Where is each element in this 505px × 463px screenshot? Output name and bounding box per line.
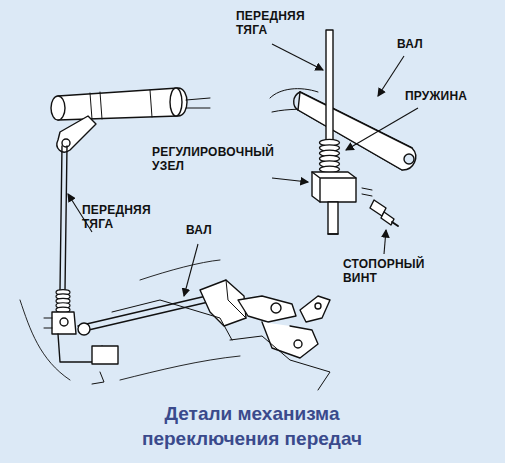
part-label: ПЕРЕДНЯЯ ТЯГА <box>236 10 305 38</box>
part-label: ВАЛ <box>397 38 423 52</box>
part-label: ВАЛ <box>186 224 212 238</box>
part-label: ПРУЖИНА <box>405 90 467 104</box>
figure-caption: Детали механизма переключения передач <box>132 402 372 451</box>
part-label: СТОПОРНЫЙ ВИНТ <box>343 258 425 286</box>
part-label: РЕГУЛИРОВОЧНЫЙ УЗЕЛ <box>152 146 274 174</box>
part-label: ПЕРЕДНЯЯ ТЯГА <box>82 204 151 232</box>
